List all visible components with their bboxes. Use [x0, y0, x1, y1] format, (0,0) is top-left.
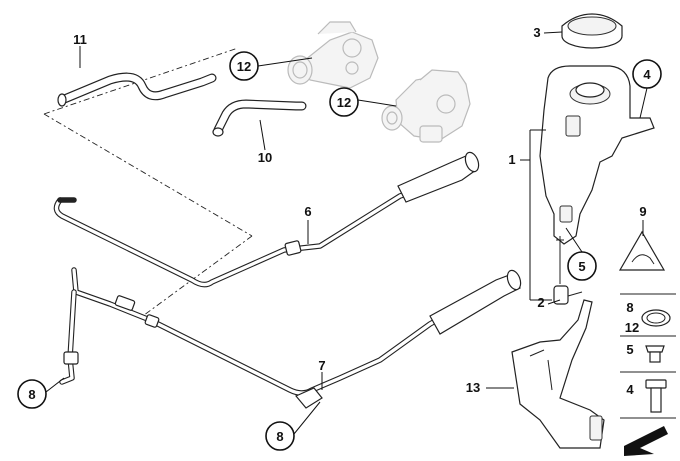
callout-5	[567, 251, 597, 281]
hose-clamp-icon	[641, 309, 671, 327]
label-12-lower: 12	[337, 95, 351, 110]
label-8-bottom: 8	[276, 429, 283, 444]
thermostat-housing-upper	[287, 21, 379, 89]
callout-4	[632, 59, 662, 89]
label-6: 6	[304, 204, 311, 219]
hose-10	[212, 99, 307, 137]
label-9: 9	[639, 204, 646, 219]
label-10: 10	[258, 150, 272, 165]
label-4: 4	[643, 67, 651, 82]
label-12-upper: 12	[237, 59, 251, 74]
callout-12-upper	[229, 51, 259, 81]
hose-11	[57, 72, 217, 107]
label-11: 11	[73, 32, 87, 47]
label-5: 5	[578, 259, 585, 274]
legend-label-4: 4	[626, 382, 634, 397]
thermostat-housing-lower	[381, 69, 471, 143]
callout-8-bottom	[265, 421, 295, 451]
pipe-7	[59, 267, 522, 409]
label-7: 7	[318, 358, 325, 373]
warning-label-9	[618, 230, 666, 271]
front-direction-arrow-icon	[624, 426, 668, 456]
label-8-left: 8	[28, 387, 35, 402]
leader-lines	[45, 31, 648, 435]
callout-8-left	[17, 379, 47, 409]
reservoir-cap	[561, 13, 623, 49]
level-sensor-2	[553, 285, 583, 305]
expansion-tank	[539, 65, 655, 284]
bolt-icon	[645, 379, 667, 389]
label-1: 1	[508, 152, 515, 167]
rivet-icon	[645, 345, 665, 353]
label-3: 3	[533, 25, 540, 40]
bracket-13	[511, 299, 605, 449]
legend-label-5: 5	[626, 342, 633, 357]
small-parts-legend	[620, 293, 676, 456]
callout-12-lower	[329, 87, 359, 117]
label-13: 13	[466, 380, 480, 395]
legend-label-8: 8	[626, 300, 633, 315]
label-2: 2	[537, 295, 544, 310]
pipe-6	[53, 151, 480, 288]
legend-label-12: 12	[625, 320, 639, 335]
